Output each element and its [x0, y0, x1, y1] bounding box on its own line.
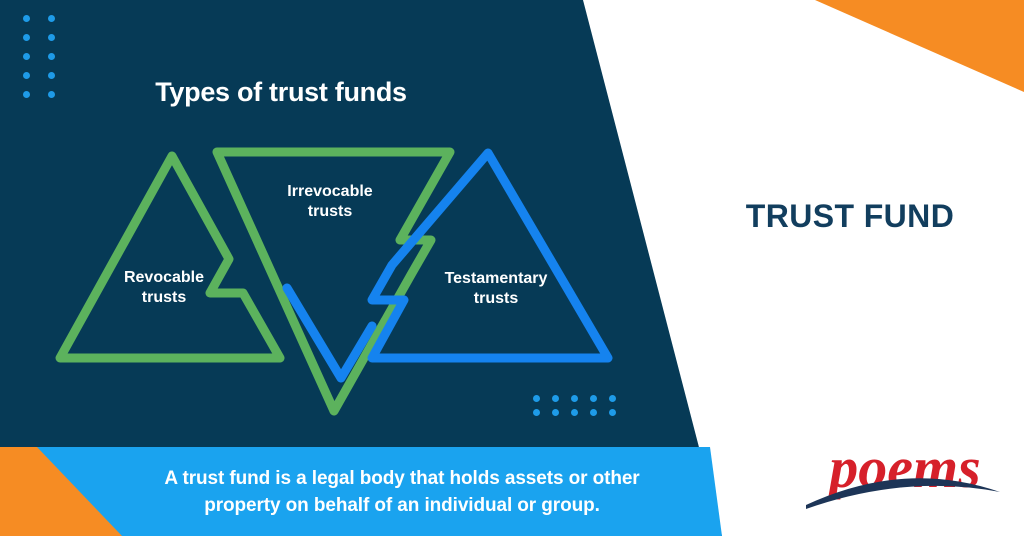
- triangle-revocable: [55, 151, 285, 363]
- dot: [590, 408, 597, 416]
- dot: [48, 91, 55, 98]
- page-title: Types of trust funds: [155, 77, 407, 107]
- orange-triangle-bottomleft: [0, 447, 122, 536]
- dot: [533, 394, 540, 402]
- dot: [571, 408, 578, 416]
- triangle-label-revocable-line1: Revocable: [123, 269, 205, 286]
- dot: [571, 394, 578, 402]
- dot: [48, 15, 55, 22]
- caption-text: A trust fund is a legal body that holds …: [110, 466, 694, 520]
- dot: [48, 53, 55, 60]
- dot: [609, 408, 616, 416]
- dot: [23, 15, 30, 22]
- triangle-label-testamentary: Testamentary trusts: [408, 269, 584, 310]
- dot: [552, 394, 559, 402]
- poems-swoosh-icon: [806, 478, 1000, 509]
- triangle-label-irrevocable-line1: Irrevocable: [287, 183, 373, 200]
- caption-line-1: A trust fund is a legal body that holds …: [164, 468, 640, 489]
- dot: [23, 91, 30, 98]
- triangle-label-irrevocable: Irrevocable trusts: [252, 182, 408, 223]
- blue-caption-band: [0, 447, 722, 536]
- orange-triangle-topright: [815, 0, 1024, 92]
- triangle-label-irrevocable-line2: trusts: [307, 203, 353, 221]
- triangle-label-revocable: Revocable trusts: [86, 268, 242, 309]
- caption-line-2: property on behalf of an individual or g…: [204, 494, 600, 516]
- triangle-label-testamentary-line2: trusts: [473, 290, 519, 308]
- trust-fund-title: TRUST FUND: [745, 198, 955, 234]
- triangle-testamentary-left-leg: [282, 283, 377, 383]
- dot: [23, 72, 30, 79]
- triangle-label-testamentary-line1: Testamentary: [444, 270, 548, 287]
- dot-grid-topleft: [14, 9, 64, 104]
- triangle-label-revocable-line2: trusts: [141, 289, 187, 307]
- dot: [609, 394, 616, 402]
- dot: [23, 53, 30, 60]
- dot: [23, 34, 30, 41]
- dot: [552, 408, 559, 416]
- dot: [48, 34, 55, 41]
- dot-grid-bottomcenter: [527, 391, 622, 419]
- triangle-irrevocable: [212, 147, 455, 416]
- dot: [590, 394, 597, 402]
- navy-panel: [0, 0, 722, 536]
- triangle-testamentary: [367, 148, 613, 363]
- dot: [48, 72, 55, 79]
- dot: [533, 408, 540, 416]
